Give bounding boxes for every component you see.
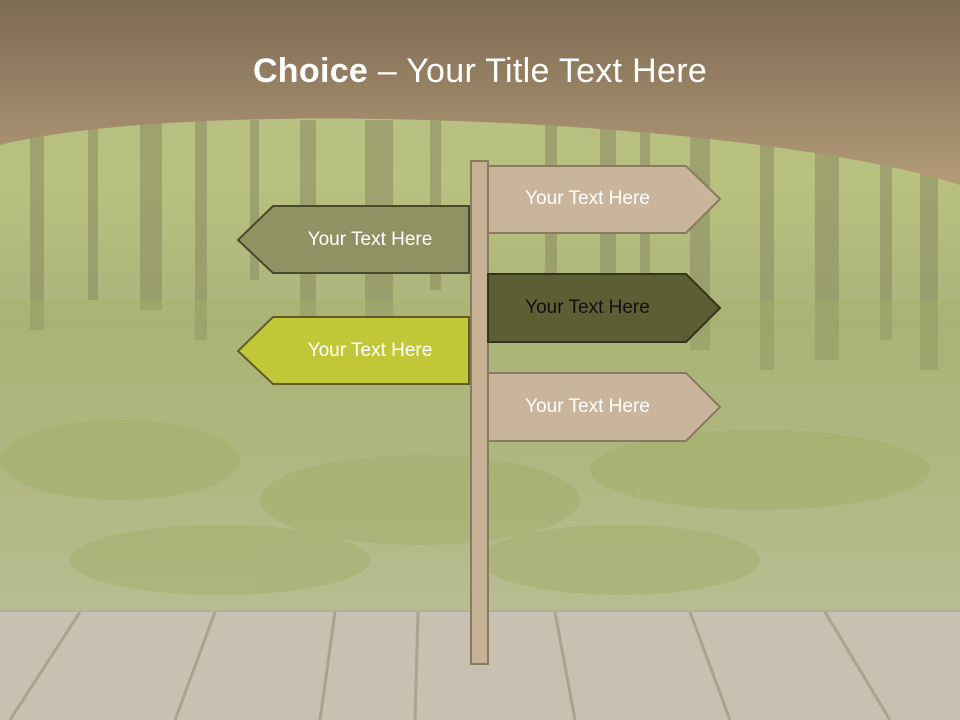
signpost-pole bbox=[470, 160, 489, 665]
header-band bbox=[0, 0, 960, 185]
sign-5-label: Your Text Here bbox=[525, 396, 650, 417]
sign-3-label: Your Text Here bbox=[525, 297, 650, 318]
title-bold: Choice bbox=[252, 52, 369, 90]
sign-4[interactable] bbox=[236, 316, 470, 385]
sign-2-label: Your Text Here bbox=[307, 229, 433, 250]
page-title: Choice – Your Title Text Here bbox=[0, 52, 960, 91]
sign-1-label: Your Text Here bbox=[525, 188, 650, 209]
sign-2[interactable] bbox=[236, 205, 470, 274]
title-dash: – bbox=[368, 52, 407, 90]
sign-3[interactable] bbox=[487, 273, 722, 343]
sign-1[interactable] bbox=[487, 165, 722, 234]
title-rest: Your Title Text Here bbox=[406, 52, 708, 90]
sign-4-label: Your Text Here bbox=[307, 340, 433, 361]
sign-5[interactable] bbox=[487, 372, 722, 442]
